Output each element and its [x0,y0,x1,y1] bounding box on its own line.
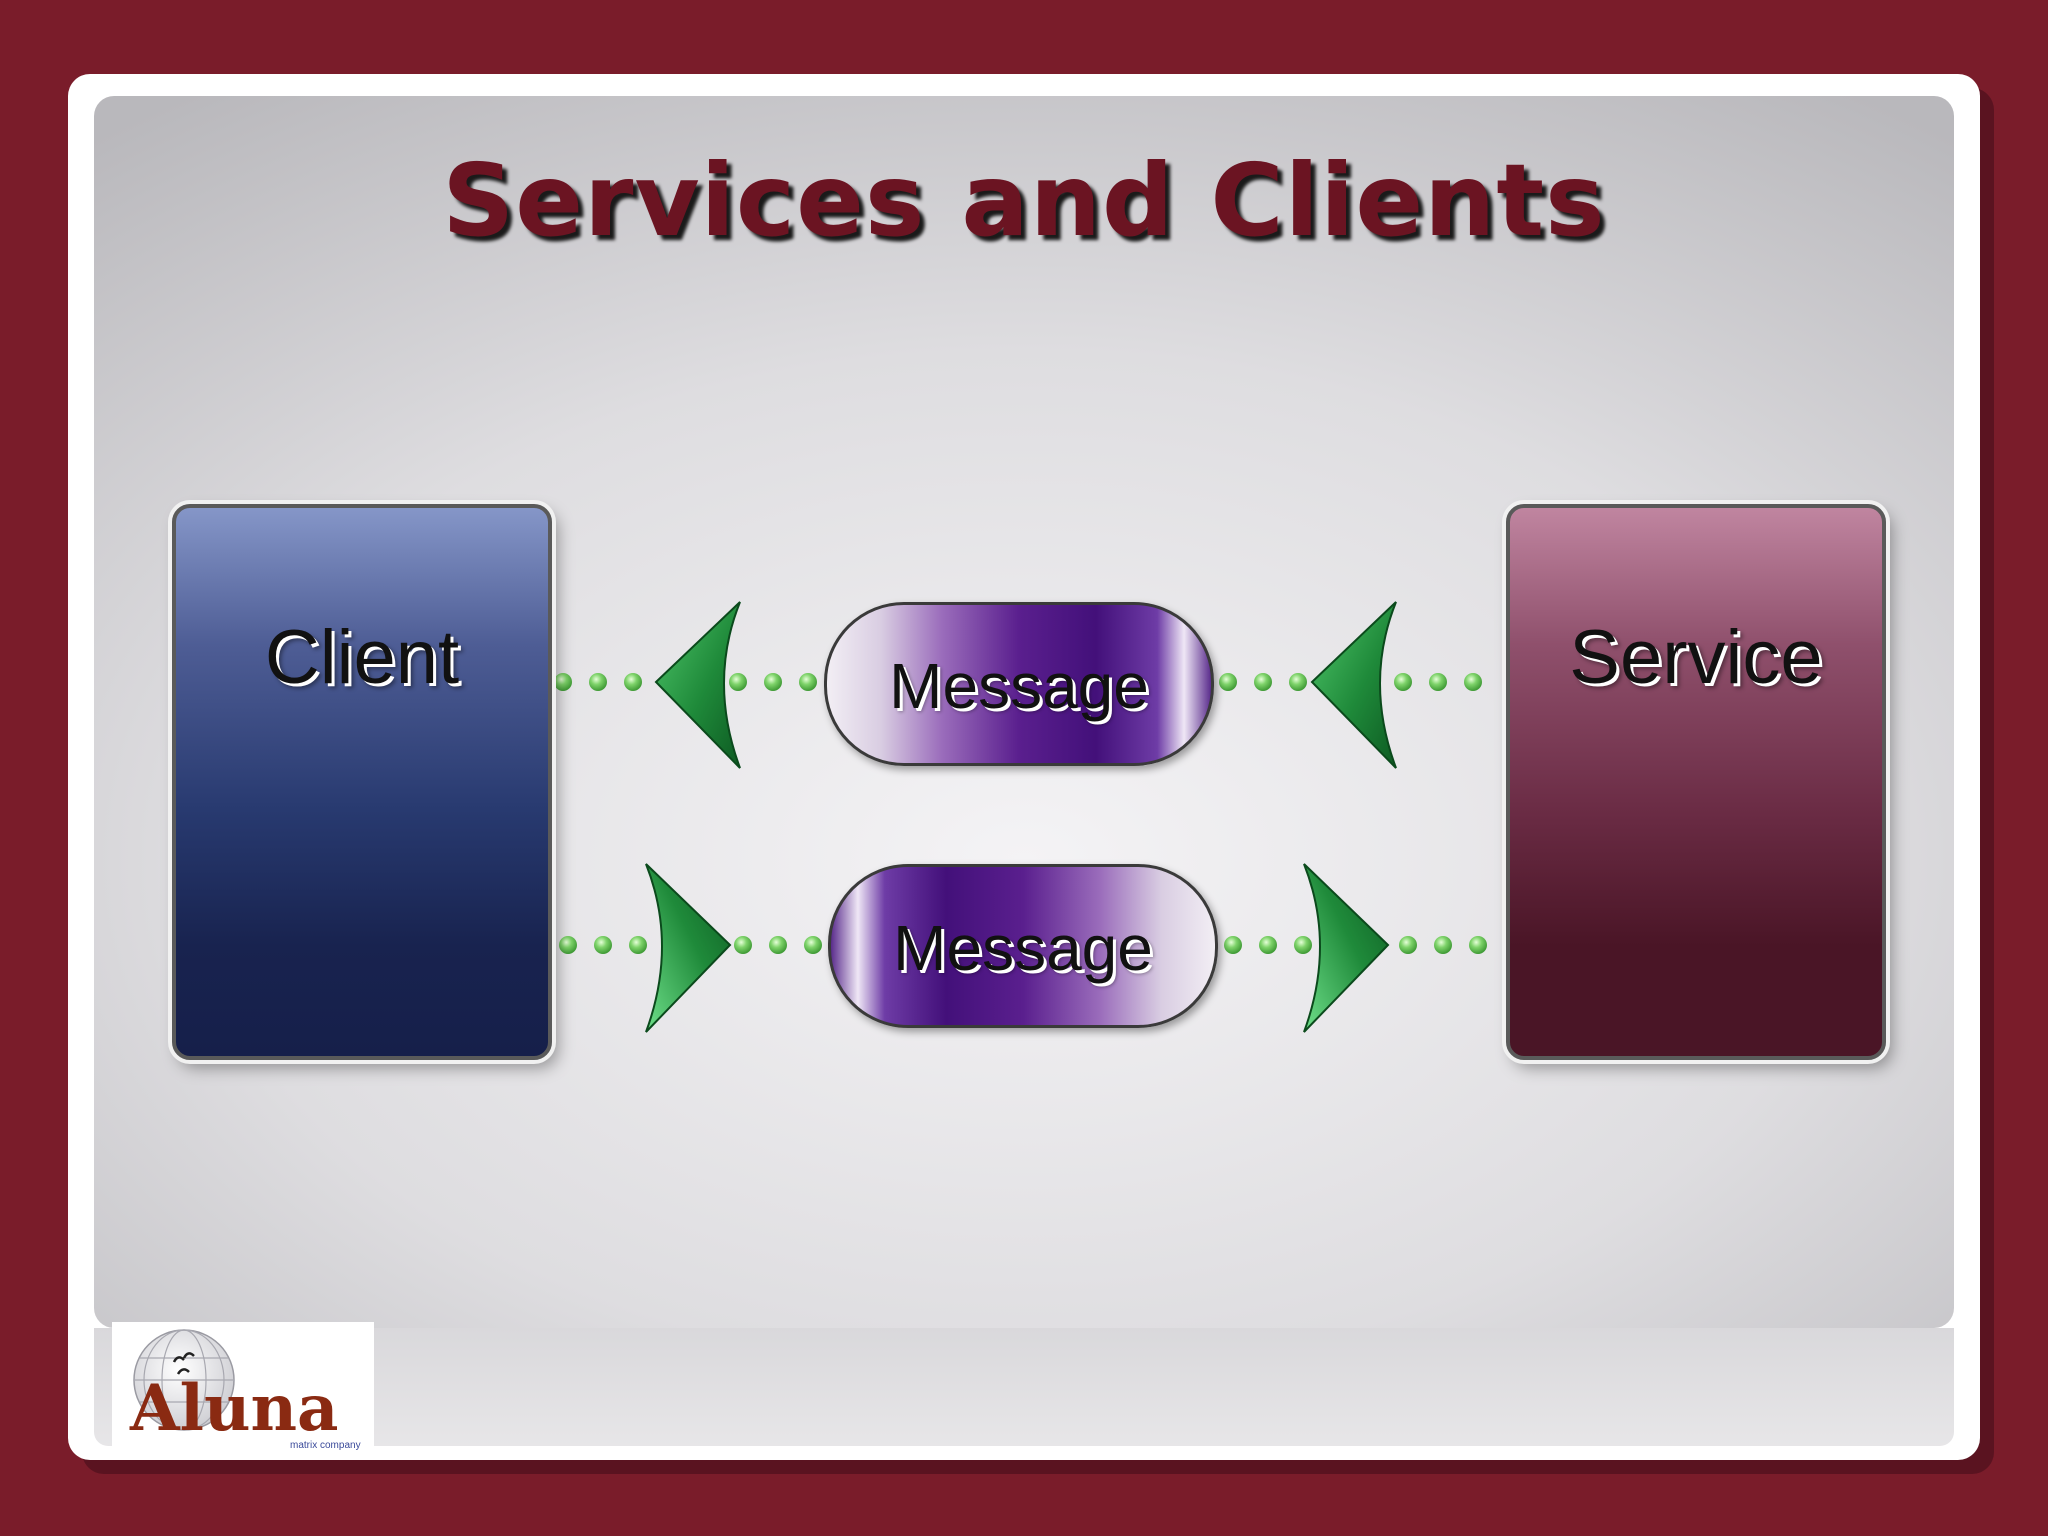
client-label: Client [264,615,460,700]
service-box: Service [1506,504,1886,1060]
svg-text:Aluna: Aluna [129,1371,339,1446]
aluna-logo: Aluna matrix company [112,1322,374,1456]
svg-text:matrix company: matrix company [290,1440,361,1451]
service-label: Service [1569,615,1823,700]
footer-band [94,1328,1954,1446]
dots-bottom-left [559,936,822,954]
message-label: Message [889,650,1149,722]
arrow-left-icon [654,601,741,769]
dots-top-left [554,673,817,691]
message-label: Message [893,912,1153,984]
dots-top-right [1219,673,1482,691]
dots-bottom-right [1224,936,1487,954]
message-pill-to-service: Message [828,864,1218,1028]
slide-title: Services and Clients [442,142,1606,259]
arrow-left-icon [1310,601,1397,769]
arrow-right-icon [1303,863,1390,1033]
client-box: Client [172,504,552,1060]
arrow-right-icon [645,863,732,1033]
message-pill-to-client: Message [824,602,1214,766]
globe-icon: Aluna matrix company [129,1329,361,1451]
